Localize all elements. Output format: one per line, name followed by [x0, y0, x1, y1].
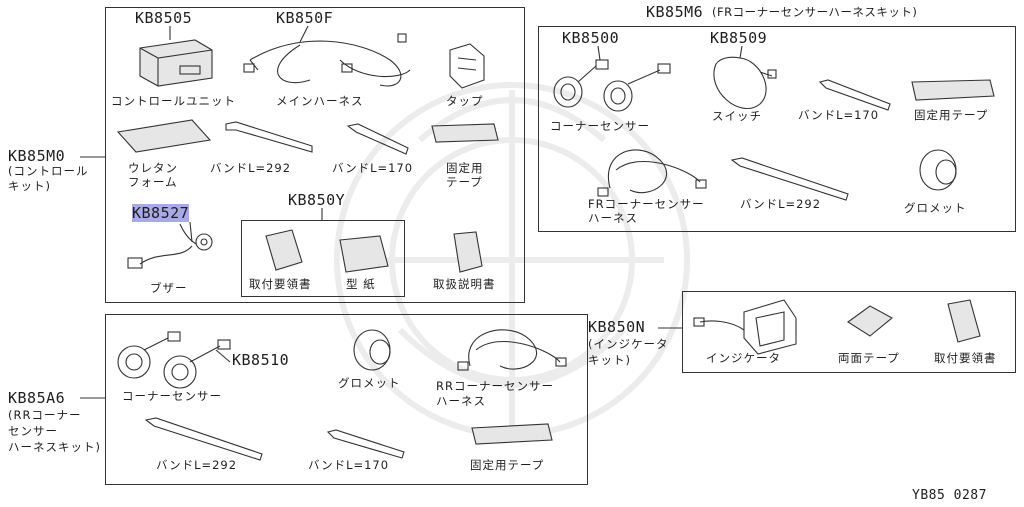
rr-cable-tie-short-illustration: [326, 429, 405, 459]
part-code-kb850f: KB850F: [276, 9, 334, 27]
part-label-rr-band-292: バンドL=292: [156, 458, 238, 472]
buzzer-illustration: [127, 223, 213, 269]
tap-illustration: [449, 43, 485, 89]
cable-tie-short-illustration: [346, 123, 409, 155]
part-label-tap: タップ: [446, 94, 484, 108]
part-label-indicator-manual: 取付要領書: [934, 351, 997, 365]
kit-main-name-line1: (コントロール: [8, 164, 89, 178]
part-label-fr-band-170: バンドL=170: [798, 108, 880, 122]
kit-rr-box: [105, 314, 588, 485]
part-label-fr-harness-line2: ハーネス: [588, 211, 638, 225]
part-code-kb8510: KB8510: [232, 351, 290, 369]
part-label-fr-tape: 固定用テープ: [914, 108, 989, 122]
kb8527-leader: [189, 221, 193, 243]
part-label-fr-grommet: グロメット: [904, 201, 967, 215]
part-label-rr-corner-sensor: コーナーセンサー: [122, 389, 222, 403]
control-unit-illustration: [139, 39, 213, 87]
fr-cable-tie-short-illustration: [818, 79, 891, 111]
rr-harness-illustration: [457, 329, 567, 371]
kb8500-leader: [597, 45, 601, 61]
part-label-buzzer: ブザー: [150, 281, 188, 295]
kb8509-leader: [739, 45, 743, 59]
part-code-kb8505: KB8505: [135, 9, 193, 27]
rr-cable-tie-long-illustration: [144, 417, 263, 461]
part-label-fr-harness-line1: FRコーナーセンサー: [588, 197, 705, 211]
kit-main-code: KB85M0: [8, 147, 66, 165]
kit-main-name-line2: キット): [8, 179, 51, 193]
part-label-urethane-foam-line2: フォーム: [128, 175, 178, 189]
kit-indicator-name-line1: (インジケータ: [588, 337, 669, 351]
rr-grommet-illustration: [353, 329, 391, 371]
kit-fr-name: (FRコーナーセンサーハーネスキット): [712, 5, 918, 19]
kit-indicator-name-line2: キット): [588, 353, 631, 367]
kit-rr-name-line2: センサー: [8, 424, 58, 438]
highlight-kb8527: KB8527: [132, 204, 190, 222]
part-label-tape-line2: テープ: [446, 175, 483, 189]
part-label-fr-corner-sensor: コーナーセンサー: [550, 119, 650, 133]
part-code-kb8509: KB8509: [710, 29, 768, 47]
subkit-code-kb850y: KB850Y: [288, 191, 346, 209]
double-sided-tape-illustration: [847, 305, 893, 337]
kb8510-leader: [215, 349, 231, 363]
part-label-indicator: インジケータ: [706, 351, 781, 365]
template-illustration: [339, 235, 389, 273]
switch-illustration: [713, 56, 777, 110]
kit-rr-name-line1: (RRコーナー: [8, 408, 82, 422]
fr-grommet-illustration: [919, 149, 957, 191]
part-label-instruction-manual: 取扱説明書: [433, 277, 496, 291]
rr-tape-illustration: [471, 423, 553, 445]
urethane-foam-illustration: [116, 119, 212, 153]
kit-rr-name-line3: ハーネスキット): [8, 440, 101, 454]
fr-tape-illustration: [911, 79, 995, 101]
part-label-switch: スイッチ: [712, 109, 762, 123]
part-label-control-unit: コントロールユニット: [111, 94, 236, 108]
kit-indicator-box: [682, 291, 1016, 373]
part-label-tape-line1: 固定用: [446, 161, 484, 175]
part-label-rr-tape: 固定用テープ: [470, 458, 545, 472]
instruction-manual-illustration: [453, 231, 483, 273]
kit-fr-box: [538, 26, 1016, 232]
part-label-rr-harness-line2: ハーネス: [436, 394, 486, 408]
installation-manual-illustration: [265, 229, 303, 271]
kit-main-subkit-box: [241, 220, 405, 297]
figure-id: YB85 0287: [912, 488, 987, 503]
cable-tie-long-illustration: [225, 121, 313, 153]
indicator-manual-illustration: [947, 299, 981, 343]
indicator-illustration: [693, 299, 797, 355]
main-harness-illustration: [243, 33, 411, 87]
tape-illustration: [431, 123, 499, 143]
part-label-band-170: バンドL=170: [332, 161, 414, 175]
kit-main-box: [105, 7, 525, 303]
kit-indicator-code: KB850N: [588, 318, 646, 336]
part-label-template: 型 紙: [346, 277, 376, 291]
kit-fr-code: KB85M6: [646, 3, 704, 21]
part-label-rr-harness-line1: RRコーナーセンサー: [436, 379, 554, 393]
part-label-rr-grommet: グロメット: [338, 376, 401, 390]
part-label-fr-band-292: バンドL=292: [740, 197, 822, 211]
part-label-main-harness: メインハーネス: [276, 94, 364, 108]
fr-harness-illustration: [597, 149, 707, 197]
part-label-band-292: バンドL=292: [210, 161, 292, 175]
fr-cable-tie-long-illustration: [730, 157, 849, 201]
part-label-urethane-foam-line1: ウレタン: [128, 161, 178, 175]
kit-rr-code: KB85A6: [8, 389, 66, 407]
part-code-kb8527: KB8527: [132, 204, 190, 222]
part-label-installation-manual: 取付要領書: [249, 277, 312, 291]
part-code-kb8500: KB8500: [562, 29, 620, 47]
fr-corner-sensor-illustration: [553, 59, 671, 112]
rr-corner-sensor-illustration: [117, 331, 231, 389]
kb850f-leader: [299, 25, 309, 43]
part-label-double-sided-tape: 両面テープ: [838, 351, 900, 365]
part-label-rr-band-170: バンドL=170: [308, 458, 390, 472]
